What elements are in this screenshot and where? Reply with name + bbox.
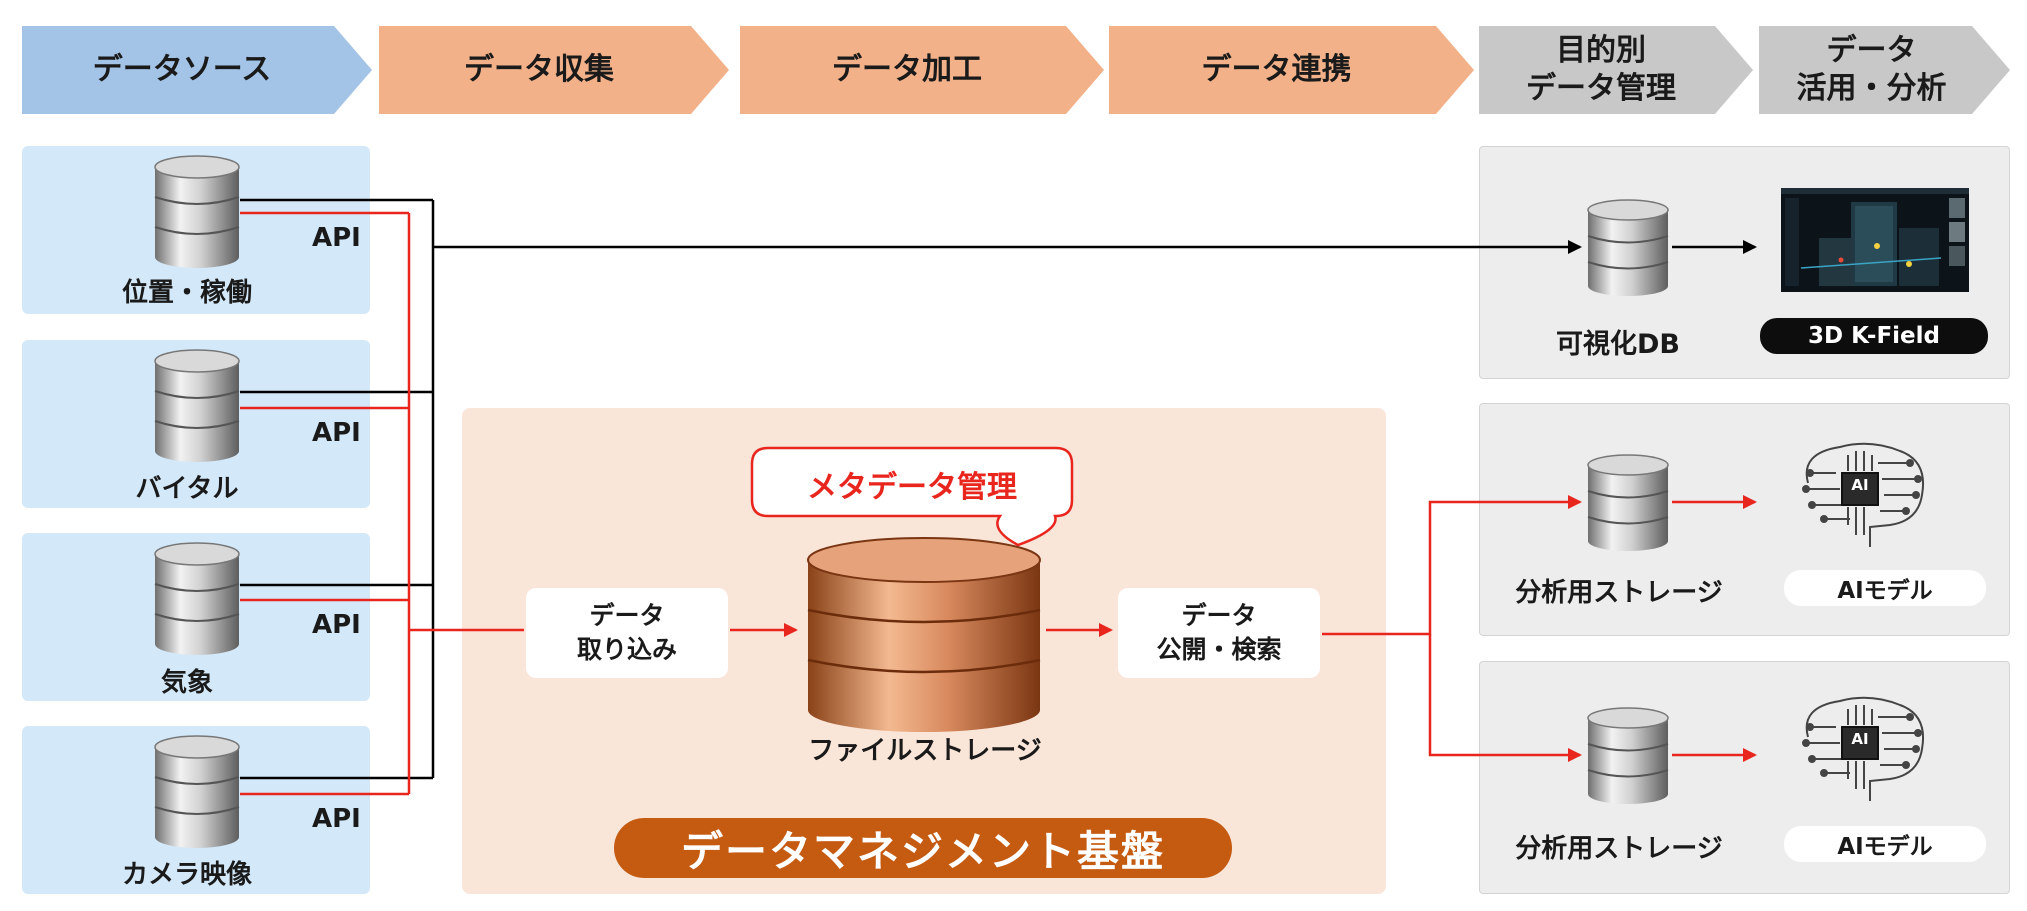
api-label: API [312, 610, 361, 640]
api-label: API [312, 804, 361, 834]
kfield-screenshot [1781, 188, 1969, 292]
api-label: API [312, 223, 361, 253]
metadata-management-label: メタデータ管理 [807, 470, 1017, 505]
analysis-storage-label: 分析用ストレージ [1515, 578, 1723, 608]
analysis-storage-icon [1587, 454, 1669, 551]
source-label: カメラ映像 [121, 860, 252, 890]
api-label: API [312, 418, 361, 448]
file-storage-icon [807, 537, 1041, 732]
ai-brain-icon [1802, 442, 1924, 547]
kfield-pill: 3D K-Field [1760, 318, 1988, 354]
visualization-db-label: 可視化DB [1556, 329, 1680, 360]
ai-model-pill: AIモデル [1784, 826, 1986, 862]
source-label: 位置・稼働 [121, 278, 252, 308]
step-data-utilization: データ 活用・分析 [1759, 26, 2010, 114]
metadata-bubble [750, 446, 1074, 547]
database-icon [154, 542, 240, 655]
step-data-processing: データ加工 [740, 26, 1104, 114]
analysis-storage-icon [1587, 707, 1669, 804]
data-publish-search-card: データ 公開・検索 [1118, 588, 1320, 678]
step-data-collection: データ収集 [379, 26, 729, 114]
platform-banner: データマネジメント基盤 [614, 818, 1232, 878]
step-purpose-data-management: 目的別 データ管理 [1479, 26, 1753, 114]
source-label: バイタル [135, 474, 239, 504]
database-icon [154, 735, 240, 848]
red-connection-lines [240, 211, 1757, 796]
database-icon [154, 349, 240, 462]
step-data-integration: データ連携 [1109, 26, 1474, 114]
analysis-storage-label: 分析用ストレージ [1515, 834, 1723, 864]
data-ingest-card: データ 取り込み [526, 588, 728, 678]
step-label: 目的別 データ管理 [1526, 33, 1676, 106]
database-icon [154, 155, 240, 268]
step-label: データ 活用・分析 [1796, 33, 1947, 106]
step-label: データ収集 [464, 52, 614, 87]
step-label: データ連携 [1201, 52, 1352, 87]
step-label: データソース [92, 52, 272, 87]
file-storage-label: ファイルストレージ [808, 736, 1042, 766]
black-connection-lines [240, 198, 1757, 780]
visualization-db-icon [1587, 199, 1669, 296]
source-label: 気象 [160, 668, 213, 698]
ai-chip-label: AI [1851, 730, 1869, 748]
ai-chip-label: AI [1851, 476, 1869, 494]
ai-brain-icon [1802, 696, 1924, 801]
step-label: データ加工 [832, 52, 982, 87]
step-data-source: データソース [22, 26, 372, 114]
ai-model-pill: AIモデル [1784, 570, 1986, 606]
